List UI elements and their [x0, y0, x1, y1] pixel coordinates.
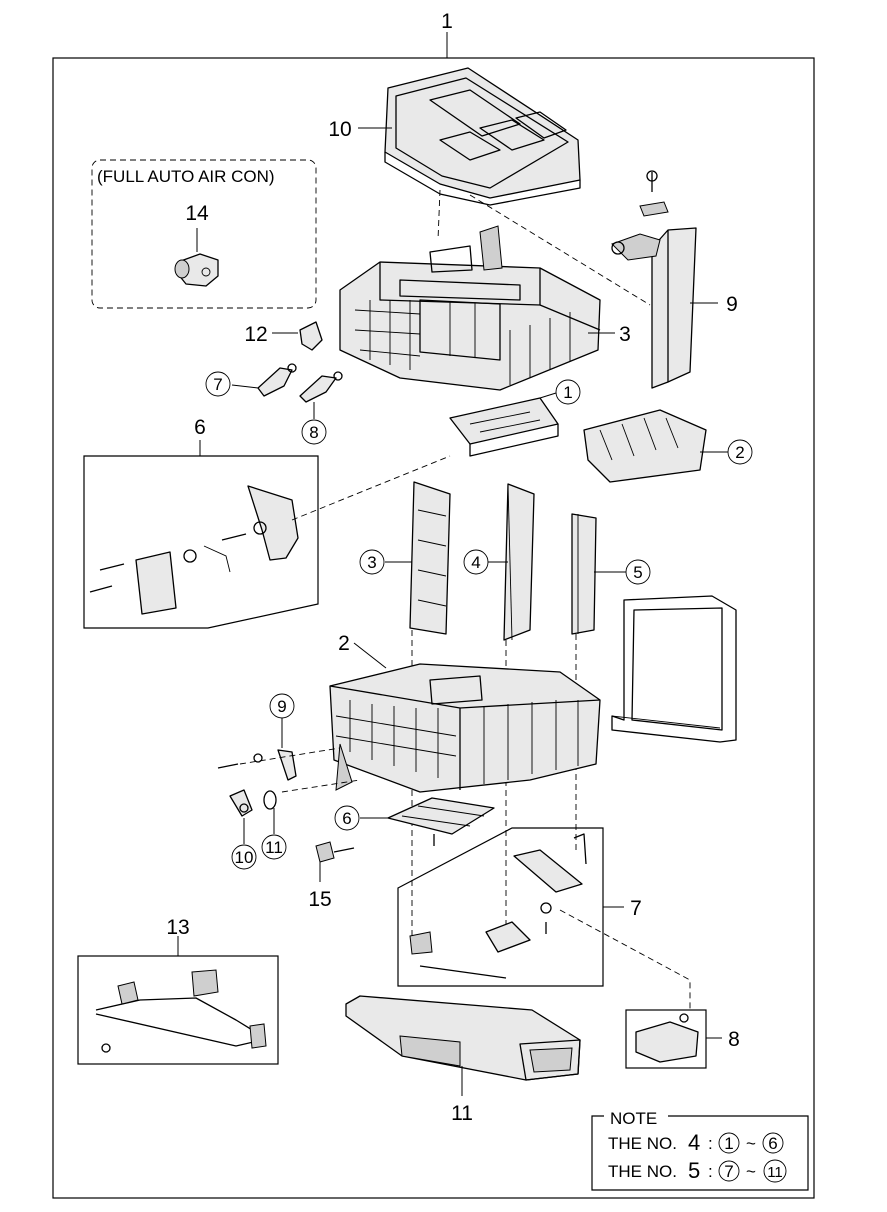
part-number-2: 2 [338, 632, 350, 655]
circled-label-3: 3 [367, 553, 376, 572]
part-number-14: 14 [185, 202, 209, 225]
lever-part-c8 [299, 371, 343, 403]
note-line1-from-circle [718, 1132, 740, 1154]
note-title: NOTE [610, 1109, 657, 1128]
note-line1-to: 6 [768, 1134, 777, 1153]
part-number-15: 15 [308, 888, 331, 911]
note-line2-from-circle [718, 1160, 740, 1182]
note-line1-colon: : [708, 1134, 713, 1153]
door-part-c5 [571, 513, 597, 635]
clip-part-c11 [263, 790, 277, 810]
sensor-part-14 [174, 253, 219, 287]
panel-part-c2 [583, 409, 707, 483]
circled-label-8: 8 [309, 423, 318, 442]
note-line2-to-circle [763, 1159, 787, 1183]
link-kit-inset-part-7 [397, 827, 604, 987]
note-box: NOTE THE NO. 4 : 1 ~ 6 THE NO. 5 : 7 ~ 1… [591, 1109, 809, 1191]
actuator-inset-part-6 [83, 455, 319, 629]
note-line1-to-circle [762, 1132, 784, 1154]
door-part-c6 [387, 797, 495, 846]
circled-label-9: 9 [277, 697, 286, 716]
duct-part-9 [611, 170, 697, 389]
harness-inset-part-13 [77, 955, 279, 1065]
circled-label-11: 11 [265, 838, 283, 857]
part-number-9: 9 [726, 293, 738, 316]
circled-label-1: 1 [563, 383, 572, 402]
circle-11 [261, 834, 287, 860]
note-line2-from: 7 [724, 1162, 733, 1181]
circle-4 [463, 549, 489, 575]
lever-part-c10 [229, 789, 253, 817]
circled-label-5: 5 [633, 563, 642, 582]
circle-7 [205, 371, 231, 397]
full-auto-inset: (FULL AUTO AIR CON) 14 [91, 159, 317, 309]
circle-1 [555, 379, 581, 405]
door-part-c3 [409, 481, 451, 635]
circle-9 [269, 693, 295, 719]
note-line1-number: 4 [688, 1130, 700, 1155]
circled-label-6: 6 [342, 809, 351, 828]
lever-part-c7 [257, 363, 297, 397]
circle-3 [359, 549, 385, 575]
actuator-inset-part-8 [625, 1009, 707, 1069]
lower-case-part-2 [329, 663, 601, 793]
main-part-number: 1 [441, 10, 453, 33]
link-part-c9 [217, 749, 297, 781]
part-number-8: 8 [728, 1028, 740, 1051]
frame-gasket [611, 595, 737, 743]
circle-2 [727, 439, 753, 465]
lower-duct-part-11 [345, 995, 581, 1081]
note-line2-to: 11 [767, 1164, 783, 1181]
main-frame [52, 57, 815, 1199]
circle-5 [625, 559, 651, 585]
circle-6 [334, 805, 360, 831]
circle-8 [301, 419, 327, 445]
note-line2-colon: : [708, 1162, 713, 1181]
circle-10 [231, 844, 257, 870]
part-12-clip [299, 321, 323, 351]
part-number-13: 13 [166, 916, 189, 939]
upper-case-part-3 [339, 225, 601, 391]
circled-label-10: 10 [235, 848, 254, 867]
note-line1-tilde: ~ [746, 1134, 756, 1153]
note-line2-tilde: ~ [746, 1162, 756, 1181]
note-line2-prefix: THE NO. [608, 1162, 677, 1181]
note-line1-prefix: THE NO. [608, 1134, 677, 1153]
part-number-7: 7 [630, 897, 642, 920]
part-number-11: 11 [451, 1102, 473, 1125]
part-number-6: 6 [194, 416, 206, 439]
upper-duct-part-10 [384, 67, 581, 206]
note-line2-number: 5 [688, 1158, 700, 1183]
part-number-10: 10 [328, 118, 351, 141]
circled-label-7: 7 [213, 375, 222, 394]
door-part-c4 [503, 483, 535, 641]
circled-label-4: 4 [471, 553, 480, 572]
circled-label-2: 2 [735, 443, 744, 462]
sensor-part-15 [315, 841, 355, 863]
full-auto-title: (FULL AUTO AIR CON) [97, 167, 275, 186]
door-part-c1 [449, 397, 559, 457]
part-number-12: 12 [244, 323, 267, 346]
part-number-3: 3 [619, 323, 631, 346]
note-line1-from: 1 [724, 1134, 733, 1153]
